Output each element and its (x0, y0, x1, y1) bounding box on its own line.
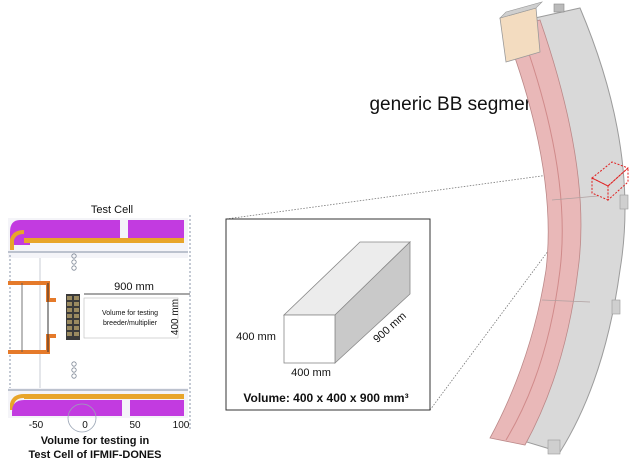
segment-joint (541, 299, 591, 303)
test-cell-caption-line1: Volume for testing in (41, 435, 150, 447)
volume-note-line2: breeder/multiplier (103, 320, 158, 327)
bottom-orange-strip (24, 394, 184, 399)
volume-note-line1: Volume for testing (102, 310, 158, 317)
upper-orange-bracket (8, 281, 56, 302)
test-cell-schematic: Test Cell (8, 204, 191, 459)
top-purple-block-right (128, 220, 184, 238)
bottom-purple-block-left (40, 400, 122, 416)
beam-port-circle (67, 403, 97, 433)
volume-note-box (83, 297, 179, 339)
x-tick-label: 100 (173, 420, 190, 431)
x-tick-label: -50 (29, 420, 44, 431)
segment-side-lug (611, 299, 621, 315)
bb-segment-title: generic BB segment (369, 94, 541, 115)
top-left-purple-corner (10, 220, 40, 245)
top-orange-strip (24, 238, 184, 243)
bottom-purple-block-right (130, 400, 184, 416)
length-dimension-label: 900 mm (114, 281, 154, 293)
segment-breeding-zone (489, 19, 582, 446)
top-purple-block-left (40, 220, 120, 238)
segment-joint (551, 195, 599, 201)
bb-segment-illustration: generic BB segment (369, 1, 629, 455)
box-height-label: 400 mm (236, 331, 276, 343)
height-dimension-label: 400 mm (170, 299, 181, 335)
bottom-left-purple-corner (12, 400, 40, 416)
segment-inner-line (505, 27, 563, 441)
x-tick-label: 0 (82, 420, 88, 431)
test-module-cells (67, 296, 79, 336)
test-cell-title: Test Cell (91, 204, 133, 216)
box-width-label: 400 mm (291, 367, 331, 379)
test-cell-caption-line2: Test Cell of IFMIF-DONES (28, 449, 161, 459)
segment-top-lug (553, 3, 565, 13)
box-front-face (283, 314, 336, 364)
x-tick-label: 50 (129, 420, 141, 431)
bottom-orange-curve (10, 394, 25, 410)
highlight-volume-box (591, 161, 629, 202)
lower-orange-bracket (8, 334, 56, 354)
top-orange-curve (10, 230, 25, 250)
segment-top-edge (498, 1, 544, 19)
segment-side-lug (619, 194, 629, 210)
box-volume-text: Volume: 400 x 400 x 900 mm³ (243, 391, 408, 405)
bolt-circles-column (71, 253, 77, 379)
segment-bottom-lug (547, 439, 561, 455)
volume-box-panel: 400 mm 400 mm 900 mm Volume: 400 x 400 x… (225, 167, 601, 411)
